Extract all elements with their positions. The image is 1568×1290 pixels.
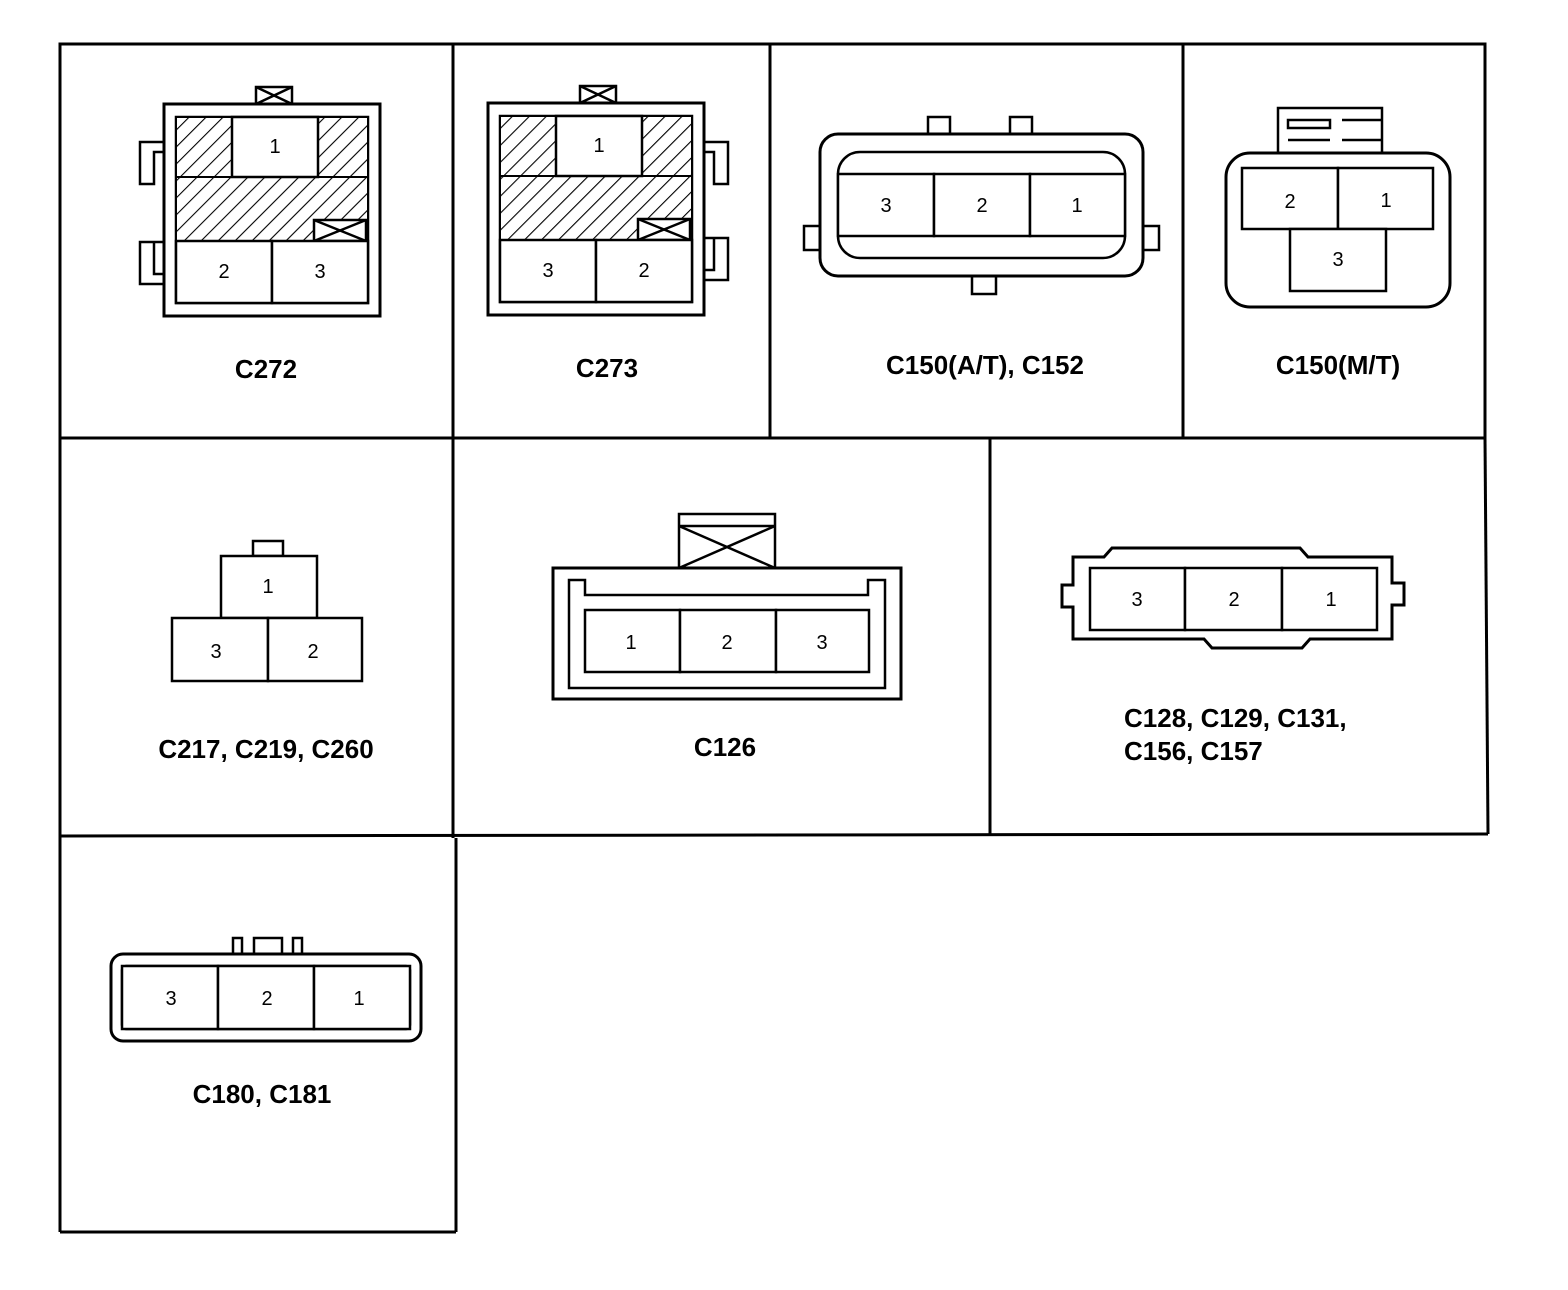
cavity [120, 964, 220, 1031]
connector-label: C150(A/T), C152 [886, 350, 1084, 380]
pin-label: 2 [1284, 191, 1295, 213]
pin-label: 3 [314, 261, 325, 283]
connector-c217: 1 3 2 C217, C219, C260 [158, 539, 374, 764]
pin-label: 2 [1228, 589, 1239, 611]
connector-label: C180, C181 [193, 1079, 332, 1109]
cavity [230, 115, 320, 179]
cavity [1288, 227, 1388, 293]
pin-label: 3 [880, 195, 891, 217]
diagram-grid [58, 42, 1490, 1234]
pin-label: 3 [165, 988, 176, 1010]
connector-label: C272 [235, 354, 297, 384]
cavity [498, 238, 598, 304]
connector-label-line-2: C156, C157 [1124, 736, 1263, 766]
connector-c273: 1 3 2 C273 [486, 84, 730, 383]
cavity [312, 964, 412, 1031]
cavity [266, 616, 364, 683]
pin-label: 1 [1380, 190, 1391, 212]
pin-label: 3 [210, 641, 221, 663]
cavity [594, 238, 694, 304]
cavity [270, 239, 370, 305]
connector-c126: 1 2 3 C126 [551, 512, 903, 762]
cavity [1280, 566, 1379, 632]
pin-label: 1 [625, 632, 636, 654]
connector-c272: 1 2 3 C272 [138, 85, 382, 384]
cavity [216, 964, 316, 1031]
connector-label: C150(M/T) [1276, 350, 1400, 380]
cavity [932, 172, 1032, 238]
pin-label: 1 [1325, 589, 1336, 611]
cavity [1336, 166, 1435, 231]
pin-label: 2 [976, 195, 987, 217]
connector-c150at: 3 2 1 C150(A/T), C152 [802, 115, 1161, 380]
connector-c180: 3 2 1 C180, C181 [109, 936, 423, 1109]
cavity [1088, 566, 1187, 632]
cavity [583, 608, 682, 674]
pin-label: 1 [353, 988, 364, 1010]
pin-label: 3 [1131, 589, 1142, 611]
cavity [1183, 566, 1284, 632]
pin-label: 2 [218, 261, 229, 283]
connector-c150mt: 2 1 3 C150(M/T) [1224, 106, 1452, 380]
pin-label: 1 [269, 136, 280, 158]
cavity [678, 608, 778, 674]
cavity [219, 554, 319, 620]
pin-label: 2 [261, 988, 272, 1010]
cavity [774, 608, 871, 674]
cavity [554, 114, 644, 178]
connector-c128: 3 2 1 C128, C129, C131, C156, C157 [1060, 546, 1406, 766]
pin-label: 2 [307, 641, 318, 663]
pin-label: 1 [1071, 195, 1082, 217]
pin-label: 3 [816, 632, 827, 654]
connector-label: C126 [694, 732, 756, 762]
cavity [1028, 172, 1127, 238]
connector-label: C273 [576, 353, 638, 383]
connector-label: C217, C219, C260 [158, 734, 373, 764]
pin-label: 3 [1332, 249, 1343, 271]
cavity [170, 616, 270, 683]
pin-label: 1 [593, 135, 604, 157]
pin-label: 3 [542, 260, 553, 282]
connector-label-line-1: C128, C129, C131, [1124, 703, 1347, 733]
pin-label: 2 [638, 260, 649, 282]
pin-label: 2 [721, 632, 732, 654]
cavity [836, 172, 936, 238]
pin-label: 1 [262, 576, 273, 598]
